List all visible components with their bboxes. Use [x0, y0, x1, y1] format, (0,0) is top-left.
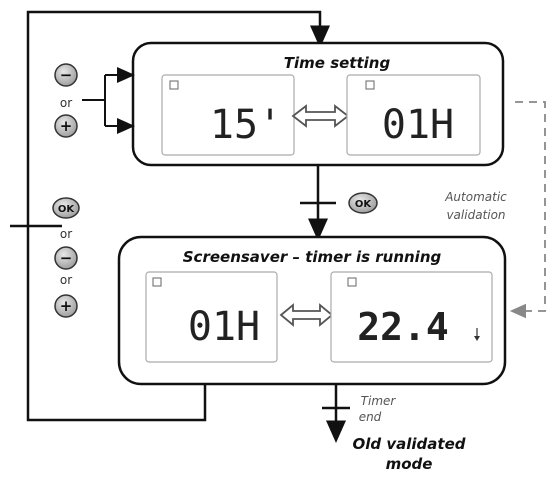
or-label: or: [60, 273, 72, 287]
screen-indicator-icon: [365, 80, 375, 90]
svg-text:OK: OK: [58, 204, 76, 215]
automatic-validation-connector: [509, 101, 546, 319]
svg-text:−: −: [60, 66, 73, 84]
plus-button-left[interactable]: +: [54, 294, 78, 318]
screensaver-value-right: 22.4: [357, 305, 449, 349]
screensaver-value-left: 01H: [188, 304, 260, 350]
svg-text:+: +: [60, 297, 73, 315]
screensaver-panel: Screensaver – timer is running 01H 22.4: [117, 235, 507, 386]
outer-loop-connector: [26, 10, 330, 422]
minus-button-left[interactable]: −: [54, 246, 78, 270]
automatic-validation-label-line1: Automatic: [444, 190, 507, 204]
final-mode-label-line2: mode: [386, 455, 433, 473]
timer-end-label-line2: end: [359, 410, 382, 424]
time-setting-value-right: 01H: [382, 102, 454, 148]
svg-text:OK: OK: [355, 199, 373, 210]
time-setting-screen-right: [346, 74, 481, 156]
screen-indicator-icon: [152, 277, 162, 287]
svg-text:−: −: [60, 249, 73, 267]
svg-text:+: +: [60, 117, 73, 135]
screensaver-title: Screensaver – timer is running: [183, 248, 442, 266]
plus-button-top[interactable]: +: [54, 114, 78, 138]
timer-end-label-line1: Timer: [361, 394, 397, 408]
timer-end-connector: [322, 384, 350, 443]
time-setting-panel: Time setting 15' 01H: [131, 41, 505, 167]
time-setting-title: Time setting: [284, 54, 391, 72]
or-label: or: [60, 96, 72, 110]
ok-button-left[interactable]: OK: [52, 197, 80, 219]
final-mode-label-line1: Old validated: [353, 435, 466, 453]
minus-button-top[interactable]: −: [54, 63, 78, 87]
screensaver-screen-left: [145, 271, 278, 363]
screen-indicator-icon: [347, 277, 357, 287]
or-label: or: [60, 227, 72, 241]
ok-transition-connector: [300, 165, 336, 241]
screensaver-screen-right: [330, 271, 493, 363]
automatic-validation-label-line2: validation: [446, 208, 505, 222]
time-setting-value-left: 15': [210, 102, 282, 148]
screen-indicator-icon: [169, 80, 179, 90]
ok-button-middle[interactable]: OK: [348, 192, 378, 214]
buttons-to-time-setting-connector: [82, 67, 135, 134]
